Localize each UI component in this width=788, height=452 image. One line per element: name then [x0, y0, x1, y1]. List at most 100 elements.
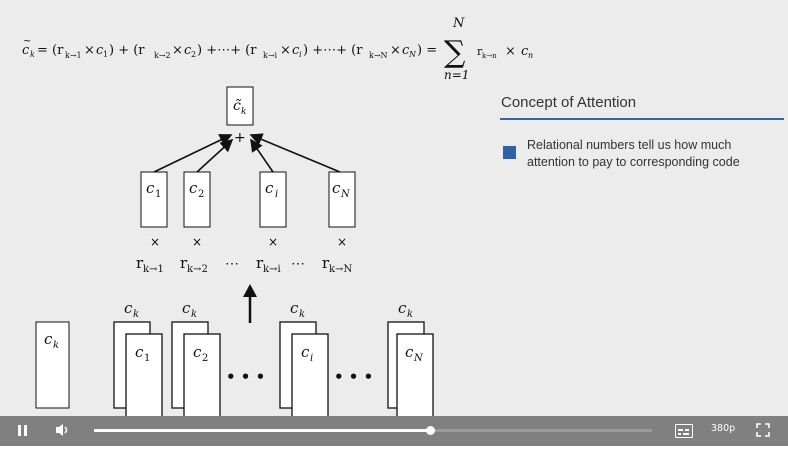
- svg-text:r: r: [322, 254, 330, 272]
- bullet-square-icon: [503, 146, 516, 159]
- svg-text:c: c: [124, 299, 133, 317]
- svg-text:i: i: [299, 50, 302, 59]
- svg-text:k: k: [30, 50, 35, 59]
- svg-text:r: r: [180, 254, 188, 272]
- svg-text:k: k: [53, 340, 59, 351]
- attention-diagram: c ~ k = (r k→1 × c 1 ) + (r k→2 × c 2 ) …: [22, 16, 533, 416]
- svg-text:r: r: [136, 254, 144, 272]
- svg-text:×: ×: [84, 43, 95, 58]
- svg-text:2: 2: [202, 353, 208, 364]
- svg-text:c: c: [193, 343, 202, 361]
- bullet-text: Relational numbers tell us how much atte…: [527, 138, 740, 169]
- svg-text:) +⋯+ (r: ) +⋯+ (r: [197, 43, 257, 58]
- pair-stack-2: c k c 2: [171, 299, 221, 416]
- svg-text:c: c: [22, 43, 30, 58]
- svg-text:i: i: [275, 189, 278, 200]
- svg-text:c: c: [290, 299, 299, 317]
- svg-text:k→2: k→2: [154, 51, 171, 60]
- svg-text:c: c: [189, 179, 198, 197]
- title-underline: [500, 118, 784, 120]
- bottom-strip: [0, 446, 788, 452]
- pair-stack-n: c k c N: [387, 299, 434, 416]
- svg-text:k→i: k→i: [263, 264, 281, 275]
- svg-text:×: ×: [172, 43, 183, 58]
- svg-text:N: N: [408, 50, 417, 59]
- svg-text:c: c: [332, 179, 341, 197]
- fullscreen-icon[interactable]: [756, 423, 770, 437]
- svg-text:k→2: k→2: [187, 264, 208, 275]
- query-code-box: c k: [35, 321, 70, 409]
- svg-text:⋯: ⋯: [225, 256, 239, 272]
- sum-arrows: [153, 133, 341, 173]
- svg-text:c: c: [44, 330, 53, 348]
- svg-text:c: c: [135, 343, 144, 361]
- svg-text:c: c: [96, 43, 104, 58]
- svg-text:c: c: [265, 179, 274, 197]
- code-box-i: c i: [259, 171, 287, 228]
- svg-text:×: ×: [337, 235, 347, 249]
- svg-text:k→n: k→n: [482, 52, 497, 60]
- volume-icon[interactable]: [55, 423, 71, 437]
- svg-text:~: ~: [23, 36, 31, 47]
- multiply-signs: × × × ×: [150, 235, 347, 249]
- pair-stack-1: c k c 1: [113, 299, 163, 416]
- sum-lower: n=1: [444, 68, 469, 82]
- svg-text:×: ×: [280, 43, 291, 58]
- svg-text:k: k: [133, 309, 139, 320]
- output-code-box: c̃ k: [226, 86, 254, 126]
- svg-text:⋯: ⋯: [291, 256, 305, 272]
- svg-text:×: ×: [192, 235, 202, 249]
- svg-text:) =: ) =: [417, 43, 437, 58]
- ellipsis-dots-2: • • •: [334, 368, 373, 386]
- svg-text:k: k: [191, 309, 197, 320]
- svg-text:1: 1: [155, 189, 161, 200]
- svg-text:c: c: [292, 43, 300, 58]
- svg-text:c: c: [398, 299, 407, 317]
- attention-equation: c ~ k = (r k→1 × c 1 ) + (r k→2 × c 2 ) …: [22, 16, 533, 82]
- svg-text:∑: ∑: [444, 35, 466, 70]
- svg-text:×: ×: [505, 44, 516, 59]
- svg-text:×: ×: [390, 43, 401, 58]
- progress-handle[interactable]: [426, 426, 435, 435]
- svg-text:×: ×: [150, 235, 160, 249]
- relational-numbers: r k→1 r k→2 ⋯ r k→i ⋯ r k→N: [136, 254, 352, 275]
- svg-text:= (r: = (r: [37, 43, 64, 58]
- svg-text:2: 2: [191, 50, 196, 59]
- svg-text:c: c: [405, 343, 414, 361]
- up-arrow-icon: [243, 284, 257, 323]
- slide-title: Concept of Attention: [501, 94, 637, 111]
- svg-text:c: c: [301, 343, 310, 361]
- lecture-slide: c ~ k = (r k→1 × c 1 ) + (r k→2 × c 2 ) …: [22, 16, 784, 416]
- svg-text:) +⋯+ (r: ) +⋯+ (r: [303, 43, 363, 58]
- svg-text:k→i: k→i: [263, 51, 278, 60]
- svg-text:c: c: [182, 299, 191, 317]
- svg-text:k→N: k→N: [369, 51, 388, 60]
- svg-text:c: c: [184, 43, 192, 58]
- svg-text:i: i: [310, 353, 313, 364]
- sum-upper: N: [452, 16, 465, 31]
- pause-icon[interactable]: [18, 425, 28, 436]
- captions-icon[interactable]: [675, 424, 693, 438]
- svg-text:k→1: k→1: [65, 51, 82, 60]
- svg-text:k: k: [241, 107, 246, 117]
- svg-text:k: k: [299, 309, 305, 320]
- svg-text:c: c: [402, 43, 410, 58]
- code-box-n: c N: [328, 171, 356, 228]
- svg-text:n: n: [528, 51, 533, 60]
- quality-selector[interactable]: 380p: [711, 423, 736, 434]
- ellipsis-dots-1: • • •: [226, 368, 265, 386]
- svg-text:k→N: k→N: [329, 264, 352, 275]
- svg-text:k→1: k→1: [143, 264, 164, 275]
- svg-text:2: 2: [198, 189, 204, 200]
- svg-text:N: N: [340, 189, 351, 200]
- svg-text:N: N: [413, 353, 424, 364]
- svg-text:×: ×: [268, 235, 278, 249]
- plus-sign: +: [234, 130, 246, 146]
- svg-text:1: 1: [103, 50, 108, 59]
- svg-text:k: k: [407, 309, 413, 320]
- progress-fill: [94, 429, 430, 432]
- code-box-2: c 2: [183, 171, 211, 228]
- svg-text:c: c: [521, 44, 529, 59]
- svg-text:1: 1: [144, 353, 150, 364]
